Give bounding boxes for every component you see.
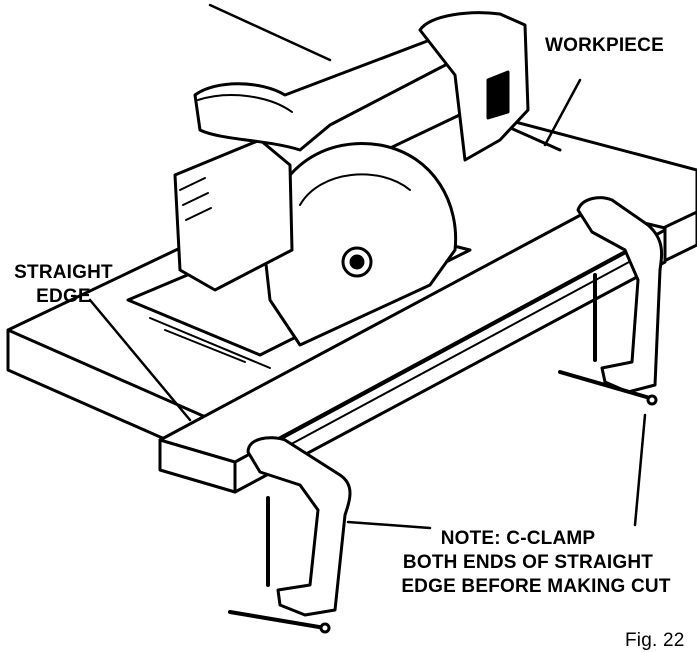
note-leader-front [346, 520, 432, 530]
note-leader-back [633, 413, 647, 527]
straight-edge-leader [88, 298, 192, 422]
note-label-line1: NOTE: C-CLAMP [440, 528, 596, 549]
workpiece-leader [543, 78, 582, 147]
note-label-line3: EDGE BEFORE MAKING CUT [401, 576, 671, 597]
workpiece-label: WORKPIECE [545, 35, 664, 56]
straight-edge-label-line1: STRAIGHT [14, 262, 113, 283]
c-clamp-front [228, 436, 352, 634]
figure-caption: Fig. 22 [625, 630, 685, 651]
note-label-line2: BOTH ENDS OF STRAIGHT [402, 552, 654, 573]
c-clamp-back [558, 196, 664, 406]
leader-lines [88, 3, 647, 530]
circular-saw [126, 11, 530, 369]
straight-edge-label-line2: EDGE [36, 286, 91, 307]
